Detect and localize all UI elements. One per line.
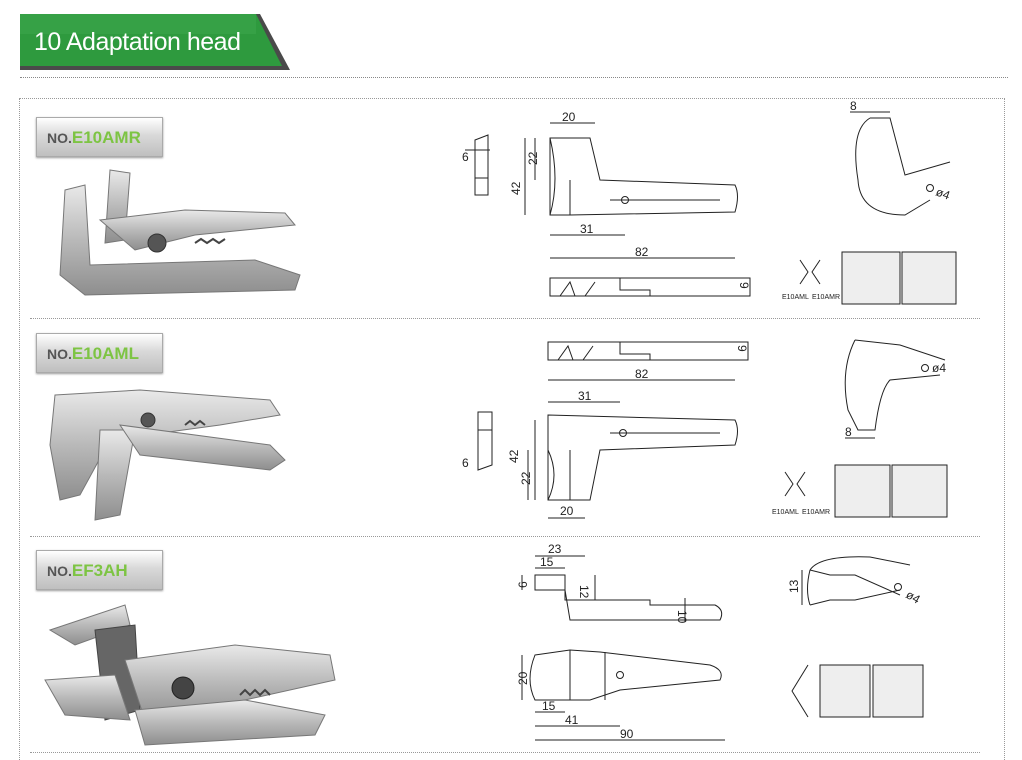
product-code: E10AML — [71, 344, 139, 363]
dim-hole: ø4 — [904, 587, 923, 606]
dim-9: 9 — [737, 282, 751, 289]
dim-13: 13 — [787, 579, 801, 593]
jaw-label-right: E10AMR — [812, 294, 840, 301]
dim-22: 22 — [526, 151, 540, 165]
dim-42: 42 — [509, 181, 523, 195]
dim-6: 6 — [462, 456, 469, 470]
dim-20: 20 — [562, 110, 576, 124]
product-badge-2: NO.E10AML — [36, 333, 163, 373]
technical-drawing-e10aml: 9 82 31 42 22 20 6 — [462, 341, 749, 519]
dim-31: 31 — [580, 222, 594, 236]
product-photo-ef3ah — [44, 604, 336, 746]
dim-9: 9 — [735, 345, 749, 352]
badge-prefix: NO. — [47, 563, 72, 579]
dim-10: 10 — [675, 610, 689, 624]
section-header: 10 Adaptation head — [20, 14, 290, 70]
row-divider-1 — [30, 318, 980, 319]
dim-8: 8 — [850, 99, 857, 113]
header-divider — [20, 77, 1008, 78]
dim-82: 82 — [635, 245, 649, 259]
dim-hole: ø4 — [932, 361, 946, 375]
header-banner-shape — [20, 14, 290, 70]
product-photo-e10amr — [59, 169, 301, 296]
dim-20: 20 — [516, 671, 530, 685]
dim-82: 82 — [635, 367, 649, 381]
dim-20: 20 — [560, 504, 574, 518]
jaw-label-left: E10AML — [772, 509, 799, 516]
dim-41: 41 — [565, 713, 579, 727]
section-title: 10 Adaptation head — [34, 28, 241, 56]
side-detail-ef3ah: 13 ø4 — [787, 556, 924, 718]
dim-8: 8 — [845, 425, 852, 439]
product-photo-e10aml — [49, 389, 286, 521]
jaw-label-left: E10AML — [782, 294, 809, 301]
dim-6: 6 — [462, 150, 469, 164]
technical-drawing-e10amr: 6 20 22 42 31 82 9 — [462, 110, 751, 297]
product-code: EF3AH — [71, 561, 128, 580]
dim-hole: ø4 — [934, 185, 952, 203]
dim-15-bottom: 15 — [542, 699, 556, 713]
jaw-label-right: E10AMR — [802, 509, 830, 516]
dim-15: 15 — [540, 555, 554, 569]
product-badge-1: NO.E10AMR — [36, 117, 163, 157]
dim-22: 22 — [519, 471, 533, 485]
product-badge-3: NO.EF3AH — [36, 550, 163, 590]
dim-31: 31 — [578, 389, 592, 403]
row-divider-3 — [30, 752, 980, 753]
product-code: E10AMR — [71, 128, 141, 147]
badge-prefix: NO. — [47, 346, 72, 362]
technical-drawing-ef3ah: 23 15 6 12 10 20 15 41 90 — [516, 542, 725, 741]
dim-12: 12 — [577, 585, 591, 599]
side-detail-e10aml: 8 ø4 E10AML E10AMR — [772, 339, 948, 518]
product-table-frame — [19, 98, 1005, 760]
side-detail-e10amr: 8 ø4 E10AML E10AMR — [782, 99, 957, 305]
dim-42: 42 — [507, 449, 521, 463]
dim-23: 23 — [548, 542, 562, 556]
badge-prefix: NO. — [47, 130, 72, 146]
row-divider-2 — [30, 536, 980, 537]
dim-6: 6 — [516, 581, 530, 588]
dim-90: 90 — [620, 727, 634, 741]
